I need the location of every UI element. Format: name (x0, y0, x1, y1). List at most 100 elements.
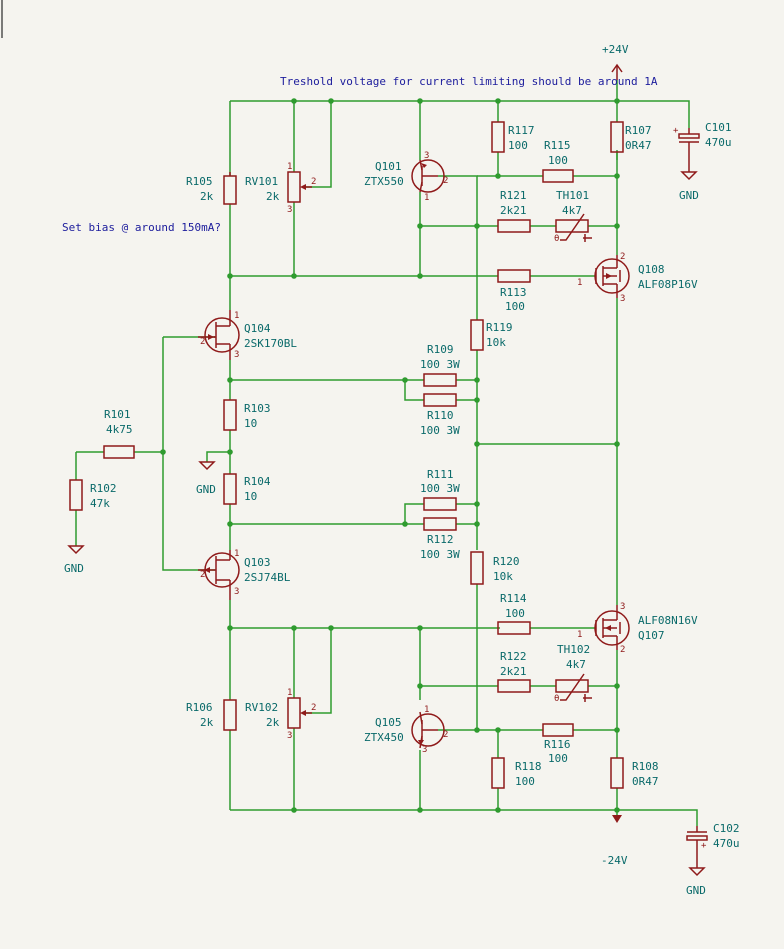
q105-ref: Q105 (375, 716, 402, 729)
potentiometer-rv102: 1 3 2 RV102 2k (245, 688, 316, 741)
resistor-r110: R110 100 3W (420, 393, 460, 437)
jfet-q104: 1 3 2 Q104 2SK170BL (198, 310, 297, 360)
r102-ref: R102 (90, 482, 117, 495)
resistor-r104: R104 10 (223, 473, 271, 505)
resistor-r118: R118 100 (491, 757, 542, 789)
resistor-r111: R111 100 3W (420, 468, 460, 511)
r118-value: 100 (515, 775, 535, 788)
r112-value: 100 3W (420, 548, 460, 561)
r115-value: 100 (548, 154, 568, 167)
q103-value: 2SJ74BL (244, 571, 291, 584)
r113-value: 100 (505, 300, 525, 313)
resistor-r113: R113 100 (497, 269, 531, 313)
gnd-label-r102: GND (64, 562, 84, 575)
q101-value: ZTX550 (364, 175, 404, 188)
resistor-r109: R109 100 3W (420, 343, 460, 387)
resistor-r120: R120 10k (470, 551, 520, 585)
r105-value: 2k (200, 190, 214, 203)
c102-ref: C102 (713, 822, 740, 835)
svg-text:3: 3 (234, 350, 239, 360)
resistor-r114: R114 100 (497, 592, 531, 635)
rv102-ref: RV102 (245, 701, 278, 714)
gnd-symbol-c102: GND (686, 846, 706, 897)
r107-ref: R107 (625, 124, 652, 137)
th101-value: 4k7 (562, 204, 582, 217)
q107-value: ALF08N16V (638, 614, 698, 627)
r103-ref: R103 (244, 402, 271, 415)
r122-value: 2k21 (500, 665, 527, 678)
r108-ref: R108 (632, 760, 659, 773)
transistor-q101: 3 1 2 Q101 ZTX550 (364, 151, 448, 203)
jfet-q103: 1 3 2 Q103 2SJ74BL (198, 549, 291, 600)
svg-text:1: 1 (234, 549, 239, 559)
resistor-r119: R119 10k (470, 319, 513, 351)
vneg-label: -24V (601, 854, 628, 867)
r106-ref: R106 (186, 701, 213, 714)
svg-text:1: 1 (424, 705, 429, 715)
svg-text:2: 2 (311, 703, 316, 713)
resistor-r117: R117 100 (491, 121, 535, 153)
th102-value: 4k7 (566, 658, 586, 671)
svg-text:2: 2 (620, 645, 625, 655)
q101-ref: Q101 (375, 160, 402, 173)
svg-text:1: 1 (424, 193, 429, 203)
svg-text:2: 2 (200, 570, 205, 580)
svg-text:1: 1 (577, 278, 582, 288)
r111-value: 100 3W (420, 482, 460, 495)
resistor-r122: R122 2k21 (497, 650, 531, 693)
r121-ref: R121 (500, 189, 527, 202)
gnd-label-c102: GND (686, 884, 706, 897)
r109-value: 100 3W (420, 358, 460, 371)
svg-text:1: 1 (287, 162, 292, 172)
r110-ref: R110 (427, 409, 454, 422)
svg-text:2: 2 (620, 252, 625, 262)
r106-value: 2k (200, 716, 214, 729)
resistor-r116: R116 100 (542, 723, 574, 765)
r119-ref: R119 (486, 321, 513, 334)
rv101-value: 2k (266, 190, 280, 203)
r117-ref: R117 (508, 124, 535, 137)
r108-value: 0R47 (632, 775, 659, 788)
svg-text:3: 3 (287, 731, 292, 741)
r105-ref: R105 (186, 175, 213, 188)
mosfet-q108: 2 3 1 Q108 ALF08P16V (577, 252, 698, 304)
svg-text:3: 3 (287, 205, 292, 215)
thermistor-th102: θ TH102 4k7 (554, 643, 592, 704)
r114-value: 100 (505, 607, 525, 620)
rv101-ref: RV101 (245, 175, 278, 188)
r112-ref: R112 (427, 533, 454, 546)
r121-value: 2k21 (500, 204, 527, 217)
r107-value: 0R47 (625, 139, 652, 152)
svg-text:θ: θ (554, 234, 559, 244)
r115-ref: R115 (544, 139, 571, 152)
resistor-r105: R105 2k (186, 172, 237, 205)
r101-value: 4k75 (106, 423, 133, 436)
r114-ref: R114 (500, 592, 527, 605)
r116-ref: R116 (544, 738, 571, 751)
mosfet-q107: 3 2 1 ALF08N16V Q107 (577, 602, 698, 655)
c101-ref: C101 (705, 121, 732, 134)
svg-text:3: 3 (620, 294, 625, 304)
r111-ref: R111 (427, 468, 454, 481)
svg-text:+: + (701, 841, 707, 851)
resistor-r108: R108 0R47 (610, 757, 659, 789)
svg-text:+: + (673, 126, 679, 136)
vpos-label: +24V (602, 43, 629, 56)
r103-value: 10 (244, 417, 257, 430)
svg-text:2: 2 (200, 337, 205, 347)
transistor-q105: 1 3 2 Q105 ZTX450 (364, 705, 448, 755)
gnd-label-r103: GND (196, 483, 216, 496)
r104-value: 10 (244, 490, 257, 503)
q108-value: ALF08P16V (638, 278, 698, 291)
threshold-note: Treshold voltage for current limiting sh… (280, 75, 658, 88)
q104-ref: Q104 (244, 322, 271, 335)
resistor-r107: R107 0R47 (610, 121, 652, 153)
svg-text:1: 1 (287, 688, 292, 698)
svg-text:3: 3 (620, 602, 625, 612)
svg-text:2: 2 (443, 176, 448, 186)
rv102-value: 2k (266, 716, 280, 729)
resistor-r121: R121 2k21 (497, 189, 531, 233)
gnd-symbol-r103: GND (196, 461, 216, 496)
svg-text:θ: θ (554, 694, 559, 704)
